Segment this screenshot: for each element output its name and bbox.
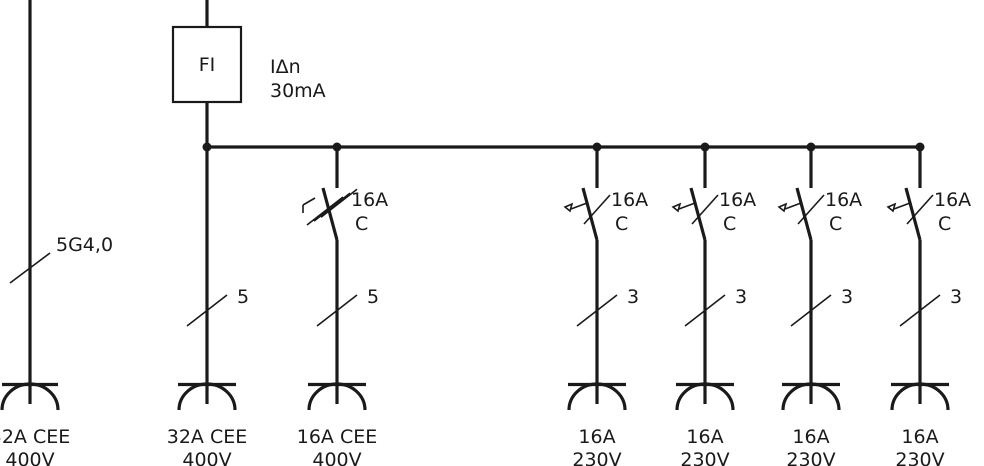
socket-label-line2: 230V [680, 449, 729, 466]
rcd-box-label: FI [199, 54, 216, 76]
socket-label-line1: 32A CEE [167, 426, 248, 448]
breaker-rating-label: 16A [934, 189, 971, 211]
socket-icon [177, 382, 237, 411]
conductor-count-label: 5 [237, 286, 249, 308]
socket-label-line2: 400V [312, 449, 361, 466]
breaker-icon [886, 187, 934, 241]
conductor-tick [684, 294, 726, 327]
breaker-icon [563, 187, 611, 241]
breaker-icon [777, 187, 825, 241]
conductor-count-label: 3 [735, 286, 747, 308]
conductor-count-label: 3 [841, 286, 853, 308]
breaker-icon [671, 187, 719, 241]
conductor-tick [186, 294, 228, 327]
breaker-curve-label: C [829, 213, 842, 235]
conductor-count-label: 3 [950, 286, 962, 308]
socket-icon [567, 382, 627, 411]
feeder-socket-label-line1: 32A CEE [0, 426, 70, 448]
socket-label-line1: 16A [792, 426, 829, 448]
rcd-rating-line1: IΔn [270, 56, 301, 78]
socket-icon [675, 382, 735, 411]
conductor-count-label: 3 [627, 286, 639, 308]
breaker-curve-label: C [723, 213, 736, 235]
feeder-branch: 5G4,0 32A CEE 400V [0, 0, 113, 466]
three-pole-breaker-icon [302, 187, 358, 241]
socket-label-line1: 16A [901, 426, 938, 448]
conductor-tick [790, 294, 832, 327]
breaker-curve-label: C [615, 213, 628, 235]
feeder-cable-label: 5G4,0 [56, 234, 113, 256]
breaker-curve-label: C [938, 213, 951, 235]
conductor-tick [316, 294, 358, 327]
conductor-count-label: 5 [367, 286, 379, 308]
socket-icon [307, 382, 367, 411]
feeder-conductor-tick [9, 252, 51, 284]
breaker-rating-label: 16A [719, 189, 756, 211]
socket-label-line2: 230V [895, 449, 944, 466]
conductor-tick [899, 294, 941, 327]
socket-label-line1: 16A [578, 426, 615, 448]
breaker-rating-label: 16A [351, 189, 388, 211]
rcd-rating-line2: 30mA [270, 80, 326, 102]
breaker-rating-label: 16A [825, 189, 862, 211]
socket-label-line2: 400V [182, 449, 231, 466]
socket-icon [890, 382, 950, 411]
rcd: FI IΔn 30mA [171, 0, 326, 147]
breaker-curve-label: C [355, 213, 368, 235]
socket-label-line2: 230V [572, 449, 621, 466]
socket-icon [781, 382, 841, 411]
conductor-tick [576, 294, 618, 327]
socket-label-line1: 16A CEE [297, 426, 378, 448]
feeder-socket-icon [0, 382, 60, 411]
breaker-rating-label: 16A [611, 189, 648, 211]
socket-label-line1: 16A [686, 426, 723, 448]
feeder-socket-label-line2: 400V [5, 449, 54, 466]
socket-label-line2: 230V [786, 449, 835, 466]
